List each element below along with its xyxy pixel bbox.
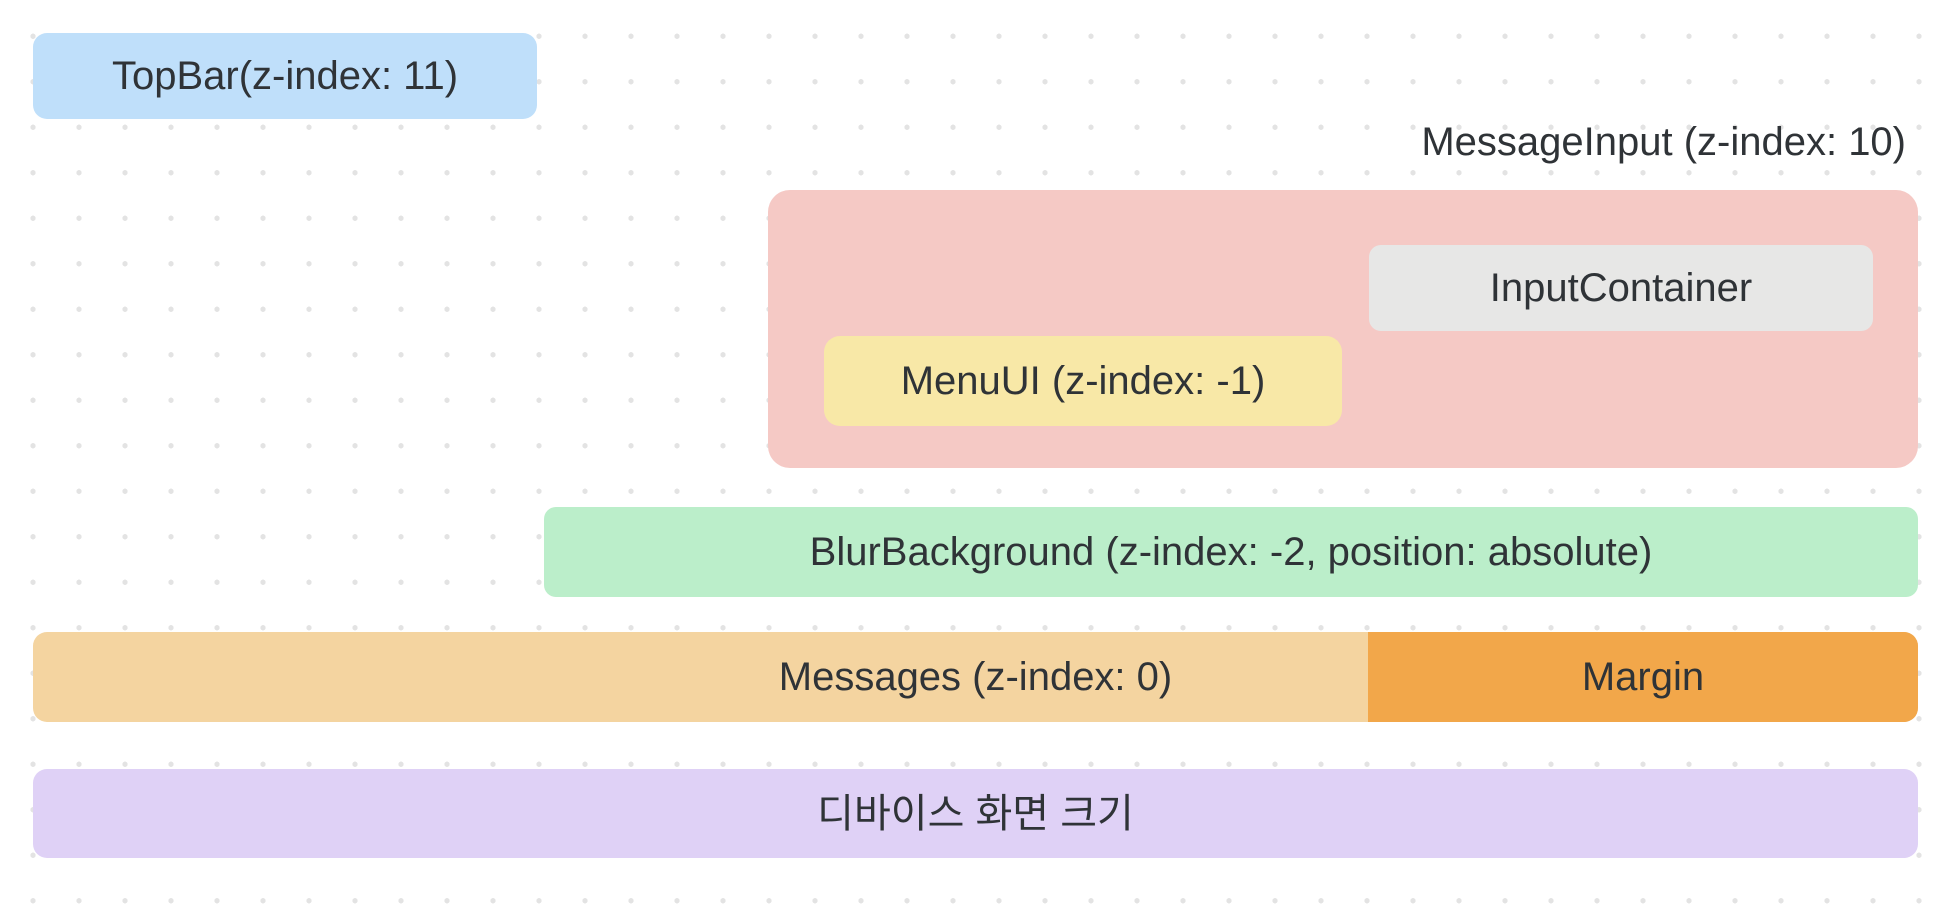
messages-layer-label: Messages (z-index: 0) bbox=[778, 655, 1173, 699]
message-input-caption: MessageInput (z-index: 10) bbox=[1421, 116, 1906, 168]
input-container-label: InputContainer bbox=[1489, 266, 1753, 310]
message-input-layer-box: InputContainer MenuUI (z-index: -1) bbox=[768, 190, 1918, 468]
menu-ui-layer-box: MenuUI (z-index: -1) bbox=[824, 336, 1342, 426]
blur-background-layer-box: BlurBackground (z-index: -2, position: a… bbox=[544, 507, 1918, 597]
messages-layer-label-wrap: Messages (z-index: 0) bbox=[33, 632, 1918, 722]
device-screen-layer-box: 디바이스 화면 크기 bbox=[33, 769, 1918, 858]
message-input-caption-text: MessageInput (z-index: 10) bbox=[1421, 119, 1906, 164]
topbar-layer-box: TopBar(z-index: 11) bbox=[33, 33, 537, 119]
menu-ui-layer-label: MenuUI (z-index: -1) bbox=[900, 359, 1266, 403]
margin-section-label: Margin bbox=[1581, 655, 1705, 699]
messages-layer-box: Margin Messages (z-index: 0) bbox=[33, 632, 1918, 722]
margin-section-box: Margin bbox=[1368, 632, 1918, 722]
blur-background-layer-label: BlurBackground (z-index: -2, position: a… bbox=[809, 530, 1653, 574]
input-container-box: InputContainer bbox=[1369, 245, 1873, 331]
topbar-layer-label: TopBar(z-index: 11) bbox=[111, 54, 459, 98]
device-screen-layer-label: 디바이스 화면 크기 bbox=[817, 791, 1134, 836]
